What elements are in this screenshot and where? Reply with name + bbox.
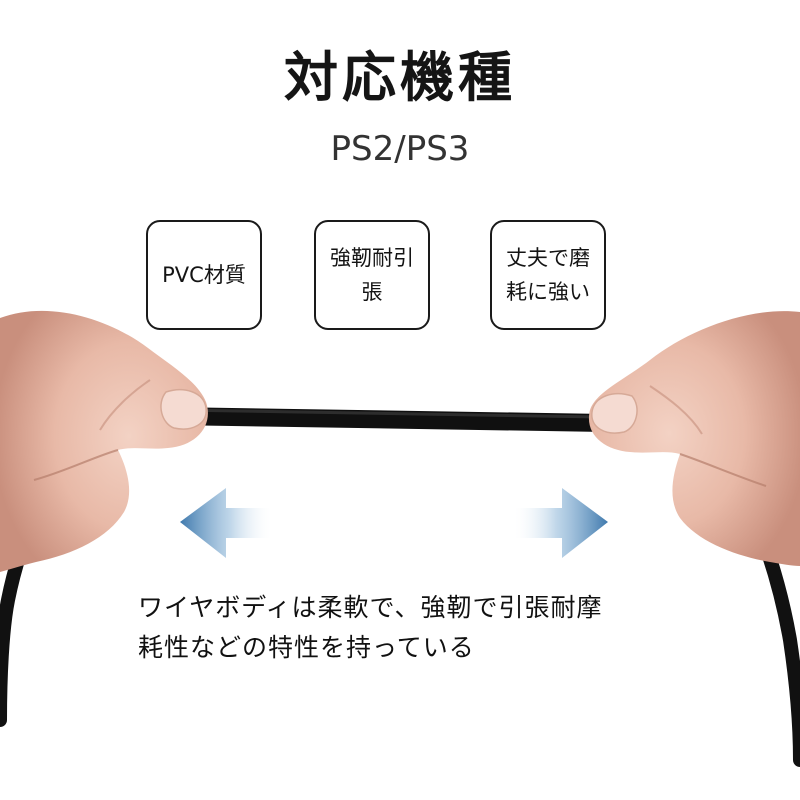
- right-hand: [588, 311, 800, 566]
- left-hand: [0, 310, 208, 572]
- cable-taut-segment: [161, 407, 615, 432]
- feature-label: 強靭耐引張: [330, 246, 414, 304]
- compatible-models: PS2/PS3: [330, 129, 470, 169]
- description-text: ワイヤボディは柔軟で、強靭で引張耐摩 耗性などの特性を持っている: [138, 588, 698, 668]
- feature-badge-durable: 丈夫で磨耗に強い: [490, 220, 606, 330]
- page-title: 対応機種: [284, 46, 516, 109]
- feature-badge-material: PVC材質: [146, 220, 262, 330]
- feature-label: PVC材質: [162, 263, 246, 287]
- feature-label: 丈夫で磨耗に強い: [506, 246, 590, 304]
- arrow-left-icon: [180, 488, 272, 558]
- description-line-1: ワイヤボディは柔軟で、強靭で引張耐摩: [138, 593, 603, 622]
- arrow-right-icon: [514, 488, 608, 558]
- feature-badge-tensile: 強靭耐引張: [314, 220, 430, 330]
- description-line-2: 耗性などの特性を持っている: [138, 633, 475, 662]
